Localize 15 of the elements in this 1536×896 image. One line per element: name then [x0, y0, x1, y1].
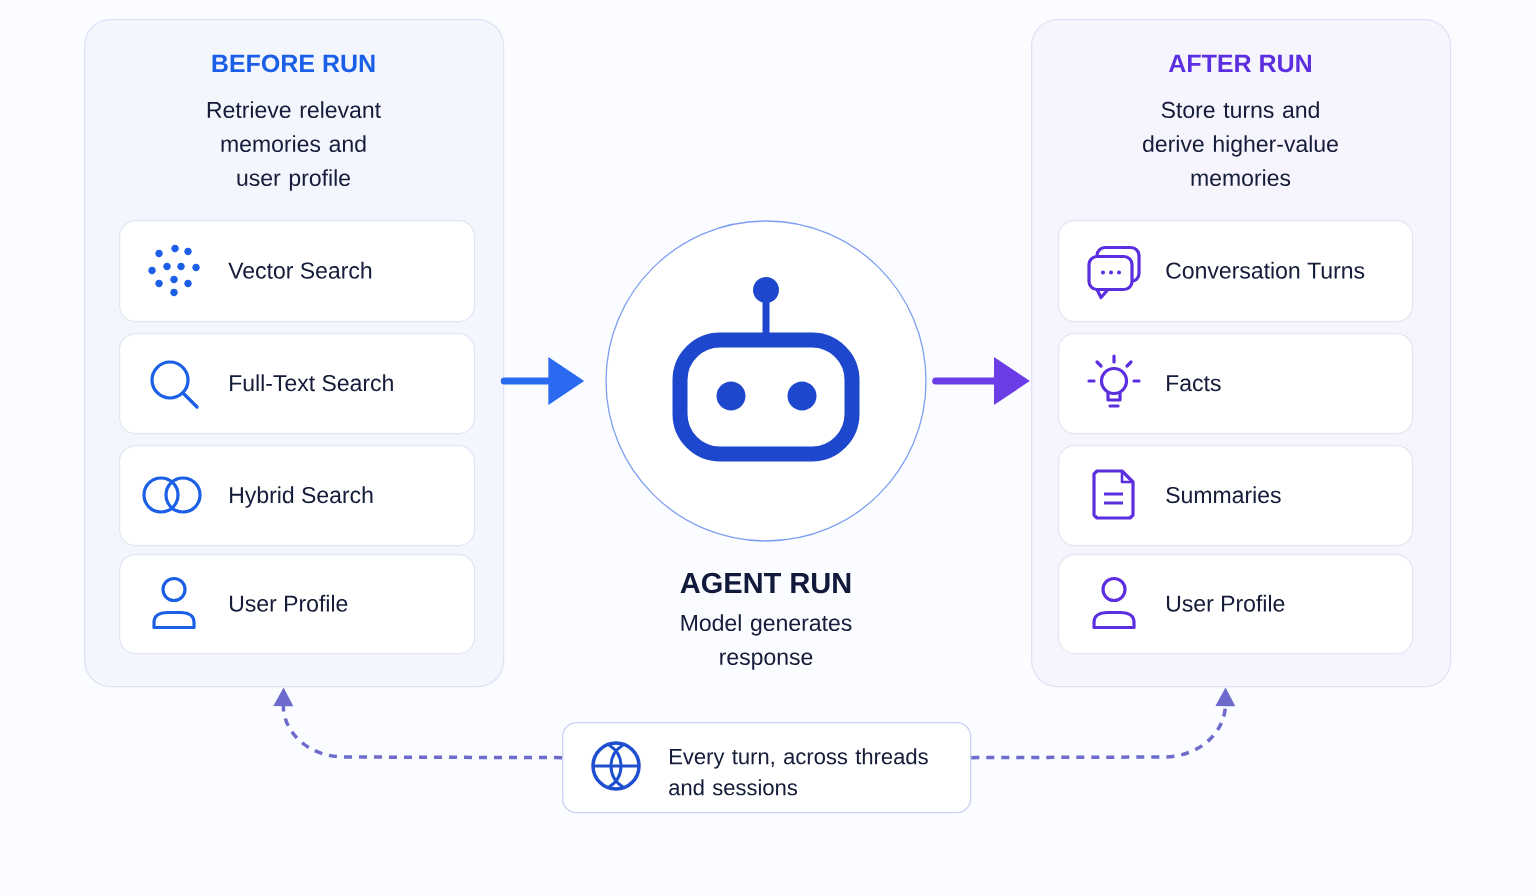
panel-heading: AFTER RUN — [1168, 54, 1311, 73]
panel-heading: BEFORE RUN — [212, 54, 375, 73]
list-card: User Profile — [1058, 554, 1414, 655]
list-card: Facts — [1058, 333, 1414, 435]
panel-description: Retrieve relevant memories and user profile — [207, 101, 381, 191]
list-card: Full-Text Search — [119, 333, 476, 435]
note-box: Every turn, across threads and sessions — [562, 722, 972, 814]
list-card: User Profile — [119, 554, 476, 655]
panel-description: Store turns and derive higher-value memories — [1143, 101, 1338, 187]
list-card: Vector Search — [119, 220, 476, 323]
list-card: Hybrid Search — [119, 445, 476, 547]
list-card: Conversation Turns — [1058, 220, 1414, 323]
node-description: Model generates response — [681, 614, 852, 670]
node-title: AGENT RUN — [680, 572, 851, 594]
list-card: Summaries — [1058, 445, 1414, 547]
